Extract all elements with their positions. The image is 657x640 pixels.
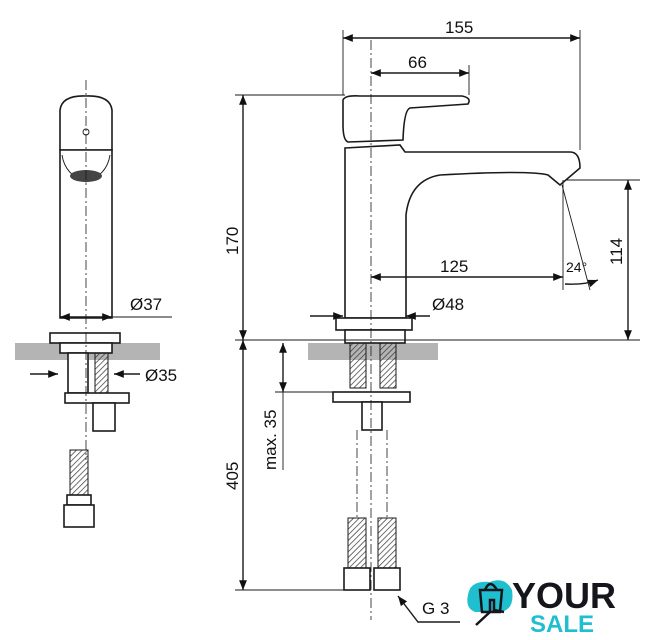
dim-thread: G 3 [422,599,449,618]
logo-your: YOUR [512,575,616,616]
dim-base-diameter-front: Ø48 [432,295,464,314]
side-view [15,80,172,528]
logo-sale: SALE [530,611,594,638]
dim-spout-height: 114 [607,238,626,265]
dim-base-diameter-side: Ø37 [130,295,162,314]
dimension-lines [235,30,640,623]
dim-spout-reach: 125 [440,257,468,276]
dim-max-counter-thickness: max. 35 [261,410,280,470]
dim-handle-offset: 66 [408,53,427,72]
hand-icon [475,598,505,626]
counter-top-front [308,343,438,360]
dim-spout-angle: 24° [566,259,587,275]
dim-shank-diameter: Ø35 [145,366,177,385]
dim-hose-length: 405 [223,462,242,490]
front-view [308,40,591,620]
dim-overall-reach: 155 [445,18,473,37]
lever-handle [342,95,470,143]
spout [344,144,581,319]
yoursale-logo: YOUR SALE [467,575,616,638]
dim-height: 170 [223,227,242,255]
